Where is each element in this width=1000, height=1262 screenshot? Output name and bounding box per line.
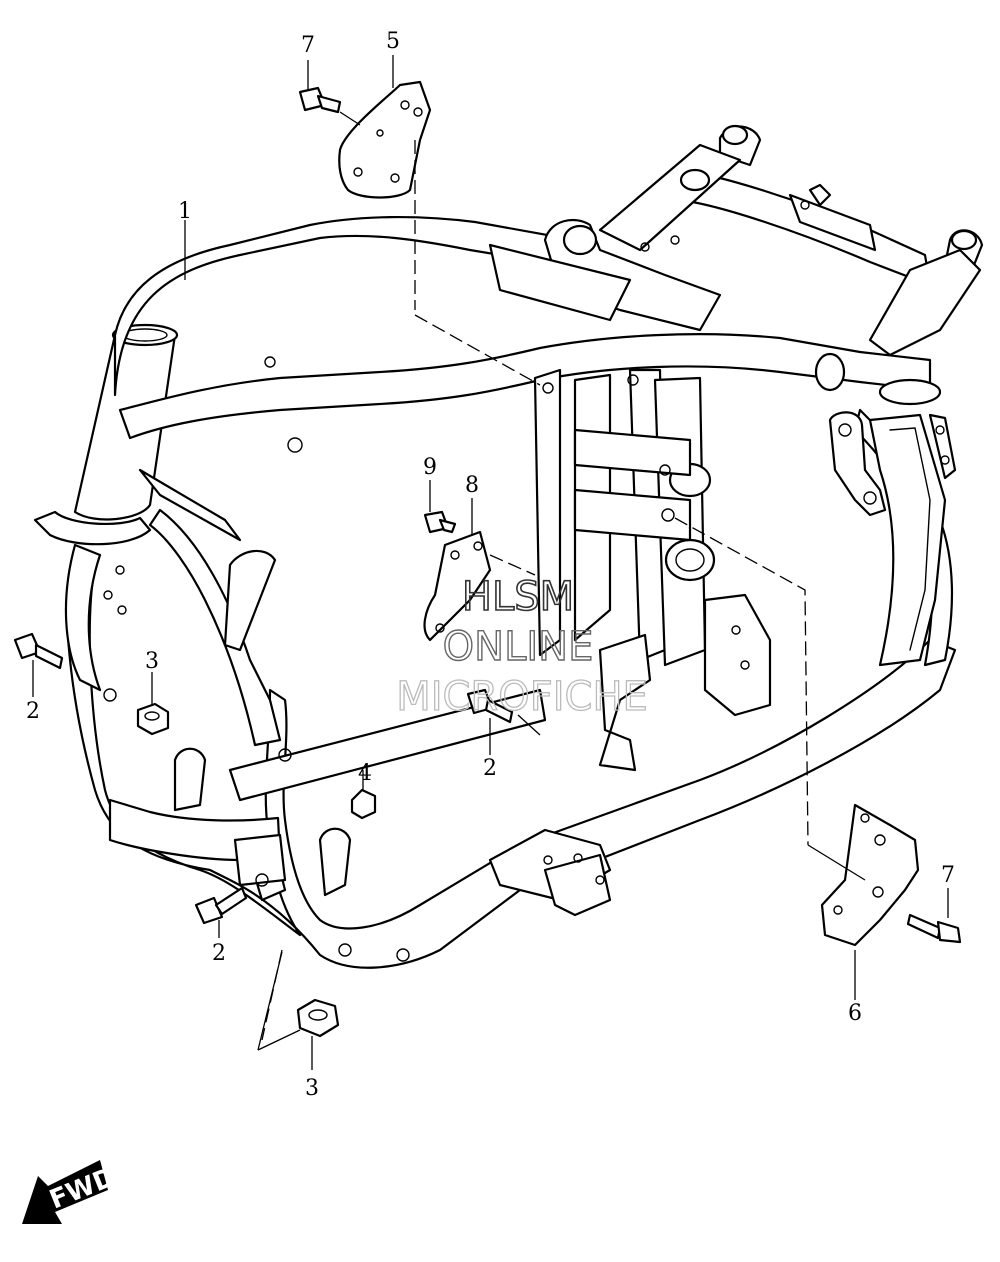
bolt-top-part[interactable] [298,86,342,114]
callout-nut-bottom: 3 [305,1076,319,1101]
bolt-left-lower-part[interactable] [194,886,248,925]
watermark-line3: MICROFICHE [396,674,648,720]
callout-bolt-top: 7 [301,33,315,58]
bolt-center-part[interactable] [466,688,514,724]
upper-bracket-part[interactable] [338,80,432,199]
fwd-direction-badge: FWD [22,1160,120,1224]
callout-bracket-right: 6 [848,1001,862,1026]
leader-lines [32,55,949,1070]
watermark-line2: ONLINE [443,624,594,670]
callout-frame: 1 [178,199,192,224]
nut-bottom-part[interactable] [296,998,340,1038]
fwd-arrow-icon [22,1160,108,1224]
callout-bolt-right: 7 [941,863,955,888]
callout-bracket-upper: 5 [386,29,400,54]
bolt-right-part[interactable] [906,913,962,944]
callout-plug: 4 [358,761,372,786]
callout-nut-left: 3 [145,649,159,674]
plug-part[interactable] [350,788,377,820]
frame-part[interactable] [33,124,984,969]
bolt-center-small-part[interactable] [423,510,457,534]
callout-bolt-left-lower: 2 [212,941,226,966]
center-bracket-part[interactable] [423,530,492,642]
callout-bolt-center-small: 9 [423,455,437,480]
nut-left-part[interactable] [136,702,170,736]
right-bracket-part[interactable] [820,803,920,947]
callout-bracket-center: 8 [465,473,479,498]
bolt-left-upper-part[interactable] [13,632,64,670]
callout-bolt-center: 2 [483,756,497,781]
watermark: HLSM ONLINE MICROFICHE [396,573,649,720]
watermark-line1: HLSM [462,574,574,620]
callout-bolt-left-upper: 2 [26,699,40,724]
dash-lines [261,140,809,1041]
